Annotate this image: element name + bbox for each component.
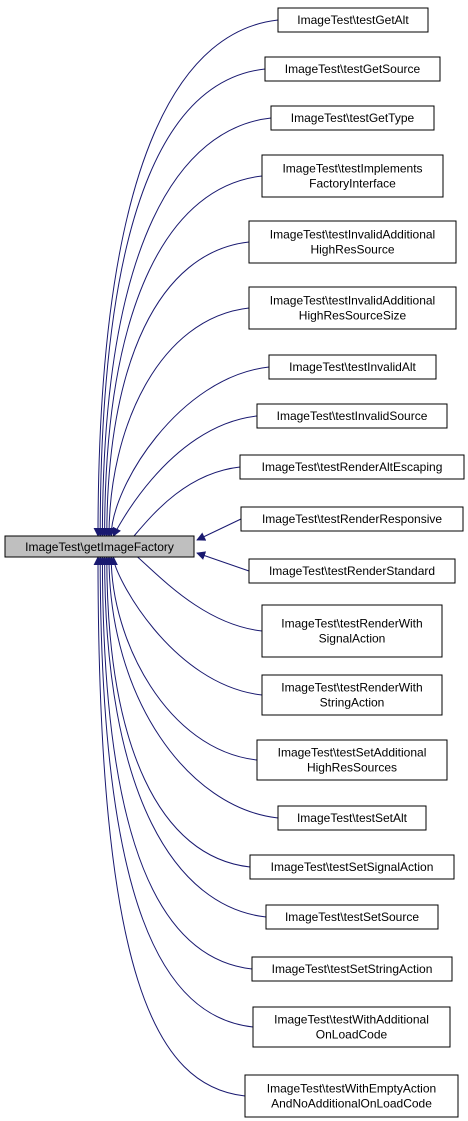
edge-testSetStringAction (97, 556, 253, 970)
edge-testSetSignalAction (102, 556, 251, 868)
source-node-box (4, 535, 195, 558)
node-label-line: ImageTest\testRenderStandard (269, 564, 435, 578)
node-testRenderResponsive[interactable]: ImageTest\testRenderResponsive (240, 506, 464, 532)
node-box (248, 558, 456, 584)
node-label-line: ImageTest\testSetAlt (297, 811, 408, 825)
node-box (256, 739, 448, 781)
node-label-line: ImageTest\testRenderResponsive (262, 512, 442, 526)
node-label-line: ImageTest\testRenderWith (281, 617, 422, 631)
node-testInvalidSource[interactable]: ImageTest\testInvalidSource (256, 403, 448, 429)
node-label-line: ImageTest\testSetAdditional (278, 746, 427, 760)
node-box (248, 286, 457, 330)
node-testGetType[interactable]: ImageTest\testGetType (270, 105, 435, 131)
edge-testInvalidAdditionalHighResSourceSize (104, 307, 250, 537)
node-label-line: HighResSources (307, 761, 397, 775)
node-box (249, 854, 455, 880)
node-label-line: ImageTest\testInvalidSource (277, 409, 428, 423)
node-testSetSignalAction[interactable]: ImageTest\testSetSignalAction (249, 854, 455, 880)
node-box (277, 805, 427, 831)
node-label-line: OnLoadCode (316, 1028, 388, 1042)
node-label-line: ImageTest\testImplements (282, 162, 422, 176)
edge-testInvalidAlt (106, 366, 270, 537)
node-label-line: ImageTest\testSetSignalAction (271, 860, 434, 874)
edge-testInvalidSource (112, 415, 258, 537)
edge-testGetAlt (93, 19, 279, 537)
caller-edges (93, 19, 279, 1097)
edge-testSetSource (100, 556, 267, 918)
node-box (251, 956, 453, 982)
source-node-label: ImageTest\getImageFactory (25, 540, 174, 554)
edge-testWithEmptyActionAndNoAdditionalOnLoadCode (93, 556, 246, 1097)
node-label-line: ImageTest\testRenderWith (281, 681, 422, 695)
edge-testInvalidAdditionalHighResSource (102, 241, 250, 537)
node-label-line: ImageTest\testInvalidAlt (289, 360, 416, 374)
node-label-line: ImageTest\testInvalidAdditional (270, 294, 435, 308)
edge-testSetAdditionalHighResSources (106, 556, 258, 761)
node-label-line: ImageTest\testRenderAltEscaping (262, 460, 443, 474)
node-testInvalidAlt[interactable]: ImageTest\testInvalidAlt (268, 354, 437, 380)
node-box (261, 674, 443, 716)
node-label-line: ImageTest\testSetSource (285, 910, 419, 924)
edge-testRenderWithSignalAction (111, 545, 263, 632)
node-testSetSource[interactable]: ImageTest\testSetSource (265, 904, 439, 930)
node-label-line: FactoryInterface (309, 177, 396, 191)
node-testInvalidAdditionalHighResSource[interactable]: ImageTest\testInvalidAdditionalHighResSo… (248, 220, 457, 264)
node-testSetStringAction[interactable]: ImageTest\testSetStringAction (251, 956, 453, 982)
node-testSetAlt[interactable]: ImageTest\testSetAlt (277, 805, 427, 831)
node-testGetSource[interactable]: ImageTest\testGetSource (264, 56, 441, 82)
node-box (264, 56, 441, 82)
edge-testRenderWithStringAction (108, 556, 263, 696)
edge-testImplementsFactoryInterface (100, 175, 263, 537)
node-label-line: SignalAction (319, 632, 386, 646)
node-box (277, 7, 429, 33)
edge-testSetAlt (104, 556, 279, 819)
node-testRenderStandard[interactable]: ImageTest\testRenderStandard (248, 558, 456, 584)
edge-testGetSource (95, 68, 266, 537)
edge-testWithAdditionalOnLoadCode (95, 556, 254, 1028)
caller-nodes: ImageTest\testGetAltImageTest\testGetSou… (239, 7, 465, 1118)
node-label-line: ImageTest\testGetSource (285, 62, 421, 76)
node-box (270, 105, 435, 131)
node-testGetAlt[interactable]: ImageTest\testGetAlt (277, 7, 429, 33)
node-box (261, 604, 443, 658)
node-box (248, 220, 457, 264)
node-label-line: ImageTest\testSetStringAction (272, 962, 433, 976)
node-box (244, 1074, 459, 1118)
node-box (240, 506, 464, 532)
node-label-line: HighResSource (310, 243, 394, 257)
node-label-line: ImageTest\testInvalidAdditional (270, 228, 435, 242)
node-label-line: AndNoAdditionalOnLoadCode (271, 1097, 432, 1111)
node-testInvalidAdditionalHighResSourceSize[interactable]: ImageTest\testInvalidAdditionalHighResSo… (248, 286, 457, 330)
node-box (268, 354, 437, 380)
node-testWithEmptyActionAndNoAdditionalOnLoadCode[interactable]: ImageTest\testWithEmptyActionAndNoAdditi… (244, 1074, 459, 1118)
node-testSetAdditionalHighResSources[interactable]: ImageTest\testSetAdditionalHighResSource… (256, 739, 448, 781)
node-label-line: ImageTest\testWithAdditional (274, 1013, 429, 1027)
node-testRenderAltEscaping[interactable]: ImageTest\testRenderAltEscaping (239, 454, 465, 480)
edge-testGetType (97, 117, 272, 537)
source-node[interactable]: ImageTest\getImageFactory (4, 535, 195, 558)
node-box (239, 454, 465, 480)
node-box (256, 403, 448, 429)
node-label-line: ImageTest\testWithEmptyAction (267, 1082, 436, 1096)
node-label-line: StringAction (320, 696, 385, 710)
edge-testRenderResponsive (196, 518, 242, 541)
node-label-line: HighResSourceSize (299, 309, 407, 323)
node-box (261, 154, 444, 198)
node-box (252, 1006, 451, 1048)
node-label-line: ImageTest\testGetType (291, 111, 415, 125)
node-label-line: ImageTest\testGetAlt (297, 13, 409, 27)
edge-testRenderStandard (196, 551, 250, 572)
node-box (265, 904, 439, 930)
